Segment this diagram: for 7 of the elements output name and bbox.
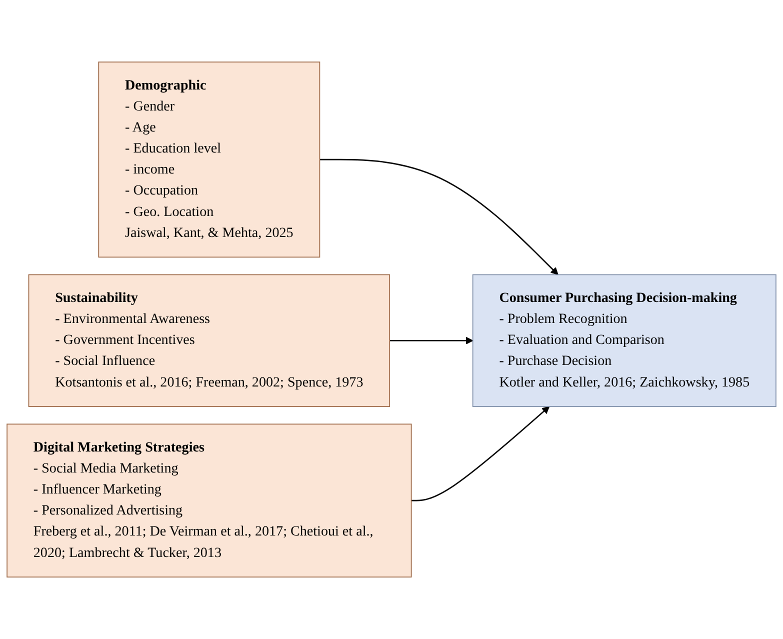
arrow xyxy=(411,406,550,502)
arrow xyxy=(390,336,474,344)
arrow xyxy=(320,158,558,276)
node-box: Digital Marketing Strategies - Social Media Marketing - Influencer Marketing - Personalized Advertising Freberg et al., 2011; De Veirman et al., 2017; Chetioui et al., 2020; Lambrecht & Tucker, 2013 xyxy=(6,424,412,578)
node-box: Consumer Purchasing Decision-making - Problem Recognition - Evaluation and Comparison - Purchase Decision Kotler and Keller, 2016; Zaichkowsky, 1985 xyxy=(472,274,776,407)
node-box: Demographic - Gender - Age - Education level - income - Occupation - Geo. Location Jaiswal, Kant, & Mehta, 2025 xyxy=(98,62,320,258)
node-box: Sustainability - Environmental Awareness - Government Incentives - Social Influence Kotsantonis et al., 2016; Freeman, 2002; Spence, 1973 xyxy=(28,274,390,407)
